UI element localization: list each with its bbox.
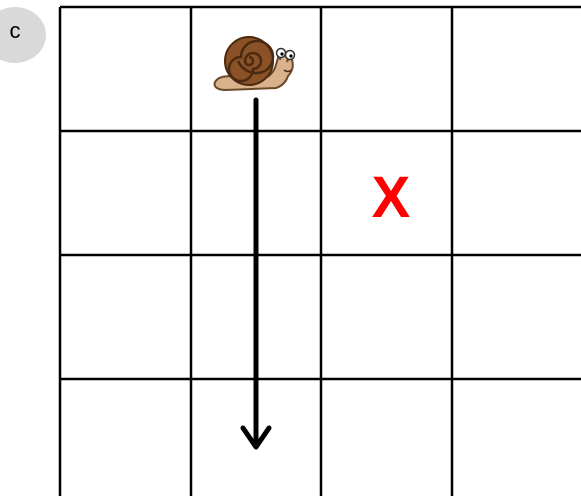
grid: [60, 7, 581, 496]
target-x-mark: X: [356, 168, 426, 228]
path-arrow: [243, 100, 269, 447]
snail-icon: [215, 37, 295, 90]
